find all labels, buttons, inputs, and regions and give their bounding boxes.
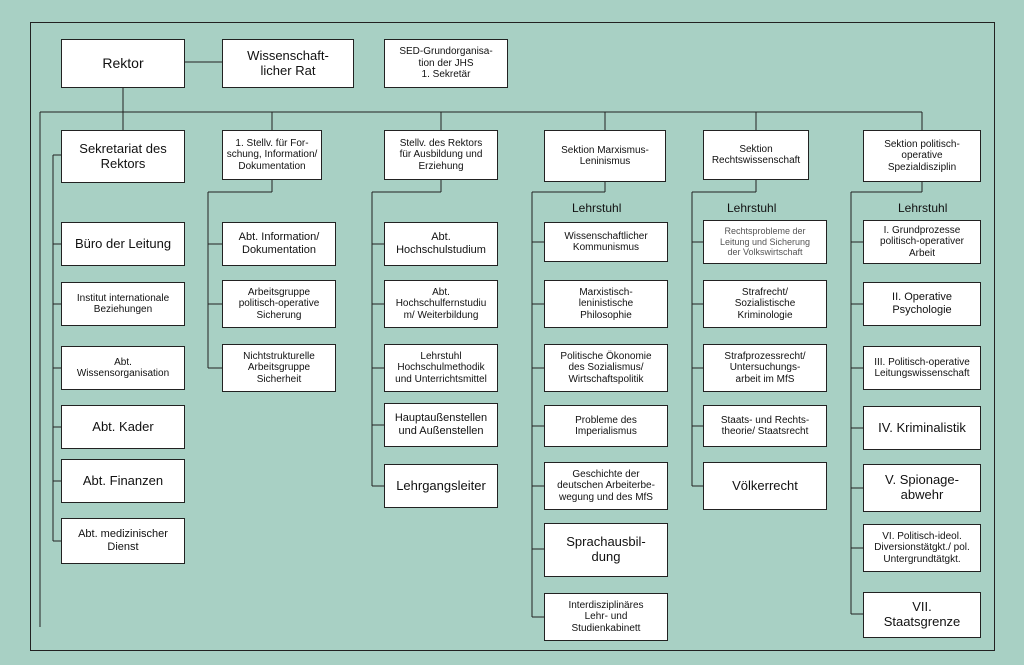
unit-staatsgrenze: VII. Staatsgrenze	[863, 592, 981, 638]
lehrstuhl-label-recht: Lehrstuhl	[727, 201, 777, 215]
unit-staatsrecht: Staats- und Rechts- theorie/ Staatsrecht	[703, 405, 827, 447]
unit-imperialismus: Probleme des Imperialismus	[544, 405, 668, 447]
wissenschaftlicher-rat-box: Wissenschaft- licher Rat	[222, 39, 354, 88]
unit-aussenstellen: Hauptaußenstellen und Außenstellen	[384, 403, 498, 447]
unit-grundprozesse: I. Grundprozesse politisch-operativer Ar…	[863, 220, 981, 264]
unit-leitungswissenschaft: III. Politisch-operative Leitungswissens…	[863, 346, 981, 390]
unit-operative-psychologie: II. Operative Psychologie	[863, 282, 981, 326]
unit-institut-internationale-beziehungen: Institut internationale Beziehungen	[61, 282, 185, 326]
unit-kriminalistik: IV. Kriminalistik	[863, 406, 981, 450]
lehrstuhl-label-marxismus: Lehrstuhl	[572, 201, 622, 215]
chart-frame	[30, 22, 995, 651]
unit-wissensorganisation: Abt. Wissensorganisation	[61, 346, 185, 390]
unit-spionageabwehr: V. Spionage- abwehr	[863, 464, 981, 512]
unit-geschichte-arbeiterbewegung: Geschichte der deutschen Arbeiterbe- weg…	[544, 462, 668, 510]
head-sekretariat: Sekretariat des Rektors	[61, 130, 185, 183]
unit-rechtsprobleme-volkswirtschaft: Rechtsprobleme der Leitung und Sicherung…	[703, 220, 827, 264]
unit-strafprozessrecht: Strafprozessrecht/ Untersuchungs- arbeit…	[703, 344, 827, 392]
unit-diversionstaetigkeit: VI. Politisch-ideol. Diversionstätgkt./ …	[863, 524, 981, 572]
unit-wissenschaftlicher-kommunismus: Wissenschaftlicher Kommunismus	[544, 222, 668, 262]
head-erster-stellvertreter: 1. Stellv. für For- schung, Information/…	[222, 130, 322, 180]
rektor-box: Rektor	[61, 39, 185, 88]
unit-voelkerrecht: Völkerrecht	[703, 462, 827, 510]
unit-politische-oekonomie: Politische Ökonomie des Sozialismus/ Wir…	[544, 344, 668, 392]
unit-buero-der-leitung: Büro der Leitung	[61, 222, 185, 266]
sed-grundorganisation-box: SED-Grundorganisa- tion der JHS 1. Sekre…	[384, 39, 508, 88]
lehrstuhl-label-spezial: Lehrstuhl	[898, 201, 948, 215]
unit-kader: Abt. Kader	[61, 405, 185, 449]
head-sektion-recht: Sektion Rechtswissenschaft	[703, 130, 809, 180]
unit-lehrgangsleiter: Lehrgangsleiter	[384, 464, 498, 508]
head-sektion-marxismus: Sektion Marxismus- Leninismus	[544, 130, 666, 182]
unit-philosophie: Marxistisch- leninistische Philosophie	[544, 280, 668, 328]
unit-strafrecht: Strafrecht/ Sozialistische Kriminologie	[703, 280, 827, 328]
head-stellvertreter-ausbildung: Stellv. des Rektors für Ausbildung und E…	[384, 130, 498, 180]
unit-studienkabinett: Interdisziplinäres Lehr- und Studienkabi…	[544, 593, 668, 641]
unit-ag-sicherheit: Nichtstrukturelle Arbeitsgruppe Sicherhe…	[222, 344, 336, 392]
unit-hochschulstudium: Abt. Hochschulstudium	[384, 222, 498, 266]
unit-hochschulmethodik: Lehrstuhl Hochschulmethodik und Unterric…	[384, 344, 498, 392]
unit-information-dokumentation: Abt. Information/ Dokumentation	[222, 222, 336, 266]
unit-medizinischer-dienst: Abt. medizinischer Dienst	[61, 518, 185, 564]
unit-ag-politisch-operative-sicherung: Arbeitsgruppe politisch-operative Sicher…	[222, 280, 336, 328]
head-sektion-spezial: Sektion politisch- operative Spezialdisz…	[863, 130, 981, 182]
unit-finanzen: Abt. Finanzen	[61, 459, 185, 503]
unit-sprachausbildung: Sprachausbil- dung	[544, 523, 668, 577]
unit-hochschulfernstudium: Abt. Hochschulfernstudiu m/ Weiterbildun…	[384, 280, 498, 328]
